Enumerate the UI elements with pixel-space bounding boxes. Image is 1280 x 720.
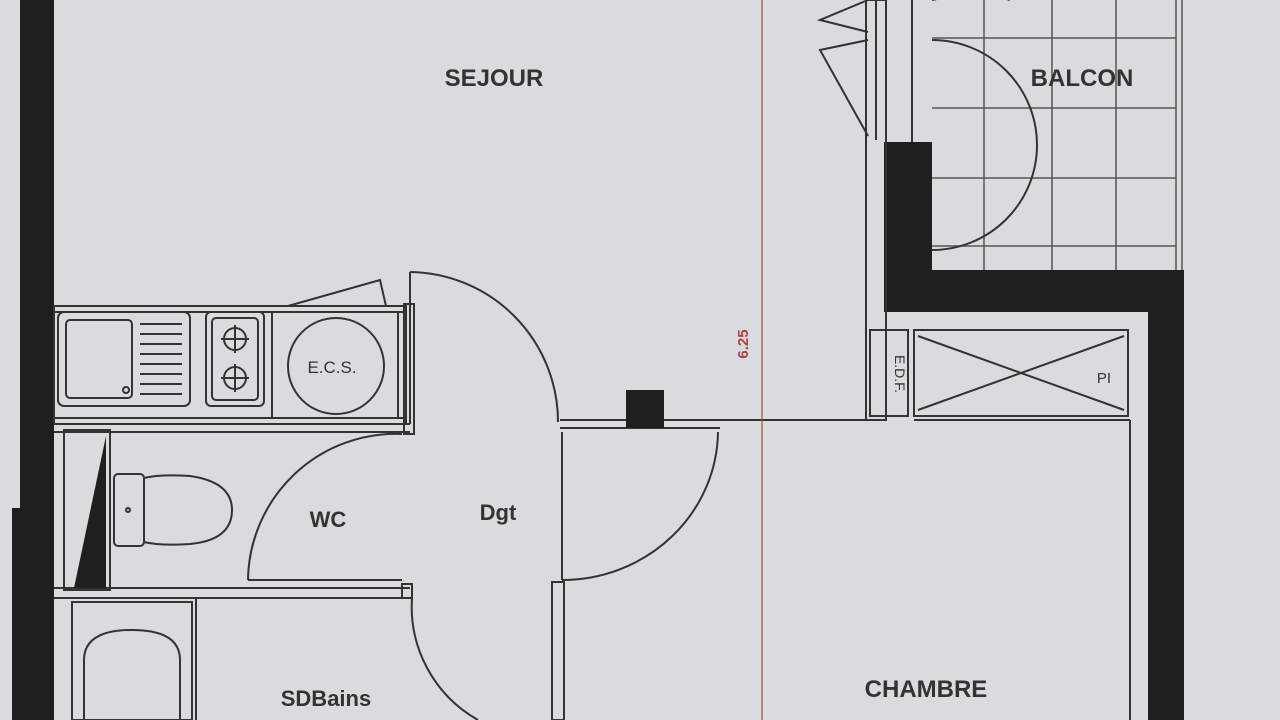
- dgt-label: Dgt: [480, 500, 517, 525]
- balcony-tiles: [932, 0, 1183, 270]
- chambre-label: CHAMBRE: [865, 676, 988, 703]
- left-exterior-wall: [20, 0, 54, 720]
- edf-label: E.D.F.: [892, 355, 908, 393]
- wc-label: WC: [310, 507, 347, 532]
- stove: [205, 311, 265, 407]
- wc-shaft-shade: [74, 436, 106, 588]
- door-swings: [247, 271, 719, 720]
- sink: [57, 311, 191, 407]
- dimension-label: 6.25: [735, 329, 752, 358]
- column: [626, 390, 664, 428]
- right-structure: [865, 0, 1184, 720]
- utility-closets: [869, 329, 1131, 720]
- water-heater: [271, 278, 399, 419]
- balcony-door-swings: [816, 0, 1038, 251]
- ecs-label: E.C.S.: [307, 358, 356, 377]
- balcon-label: BALCON: [1031, 65, 1134, 92]
- pi-label: PI: [1097, 370, 1111, 387]
- left-wall-step: [12, 508, 22, 720]
- sejour-label: SEJOUR: [445, 65, 544, 92]
- bathtub: [71, 601, 193, 720]
- sdbains-label: SDBains: [281, 686, 371, 711]
- toilet: [113, 473, 234, 547]
- partition-walls: [54, 303, 870, 720]
